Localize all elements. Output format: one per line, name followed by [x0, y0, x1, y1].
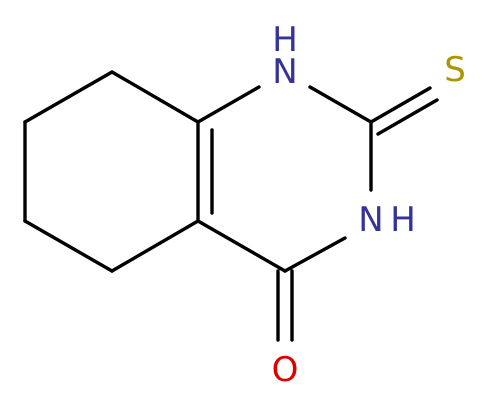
- n1-label: N: [272, 52, 297, 92]
- bond-n1-c2: [308, 85, 373, 124]
- bond-c4-c4a: [196, 219, 287, 273]
- n3-h-label: H: [390, 200, 416, 240]
- bond-c2-s: [369, 86, 432, 124]
- bond-c8a-c8: [110, 70, 200, 124]
- bond-c8a-n1: [196, 85, 261, 124]
- n1-h-label: H: [272, 20, 298, 60]
- bond-n3-c4: [283, 236, 347, 273]
- s-label: S: [444, 50, 466, 90]
- bond-c8-c7: [23, 70, 114, 124]
- bond-c5-c4a: [110, 219, 200, 273]
- o-label: O: [272, 350, 299, 390]
- bond-c6-c5: [23, 219, 114, 273]
- bond-c2-s-second: [376, 98, 439, 136]
- n3-label: N: [358, 200, 383, 240]
